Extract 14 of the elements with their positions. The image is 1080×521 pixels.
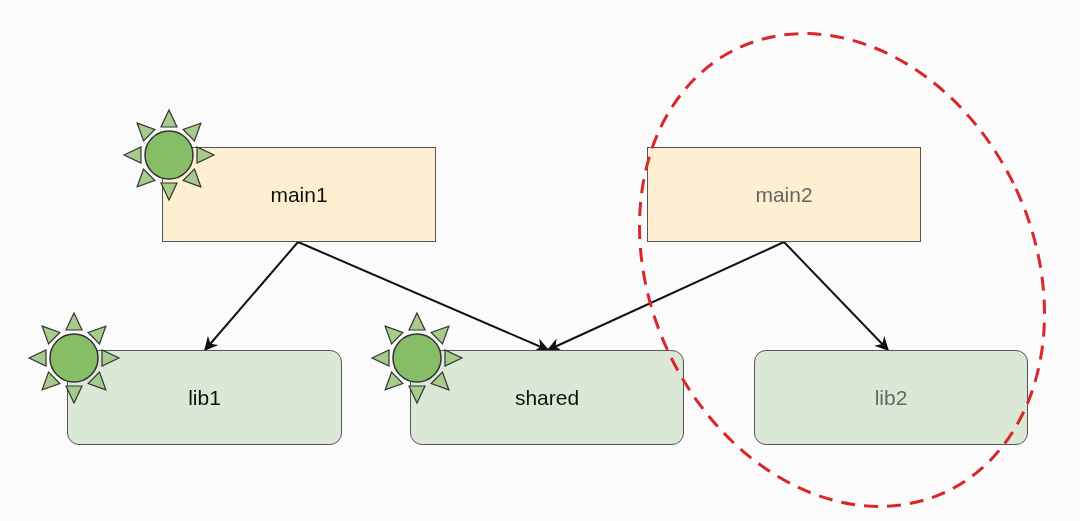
node-label: shared: [514, 385, 580, 410]
node-label: main1: [270, 182, 328, 207]
node-label: main2: [755, 182, 813, 207]
node-label: lib2: [874, 385, 908, 410]
module-box: [410, 350, 684, 445]
arrow: [783, 241, 889, 351]
arrow: [546, 241, 785, 352]
process-box: [647, 147, 921, 242]
arrow: [297, 241, 550, 352]
arrow: [204, 241, 299, 352]
process-box: [162, 147, 436, 242]
module-box: [67, 350, 342, 445]
module-box: [754, 350, 1028, 445]
node-label: lib1: [188, 385, 221, 410]
